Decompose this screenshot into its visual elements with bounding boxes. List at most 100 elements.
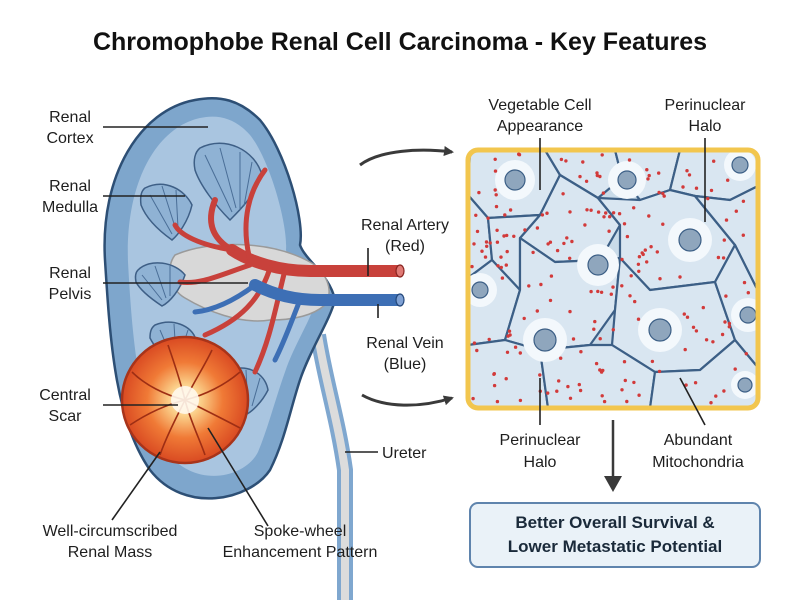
mitochondrion-dot [578, 174, 582, 179]
mitochondrion-dot [555, 248, 560, 253]
mitochondrion-dot [493, 157, 497, 161]
mitochondrion-dot [712, 159, 716, 163]
mitochondrion-dot [604, 211, 608, 215]
mitochondrion-dot [548, 298, 553, 303]
kidney-labels: Renal Cortex Renal Medulla Renal Pelvis … [39, 109, 449, 561]
mitochondrion-dot [508, 333, 512, 337]
mitochondrion-dot [565, 236, 569, 240]
mitochondrion-dot [657, 190, 661, 195]
mitochondrion-dot [640, 251, 644, 255]
label-vein-line1: Renal Vein [366, 335, 443, 352]
mitochondrion-dot [611, 211, 616, 215]
mitochondrion-dot [596, 210, 601, 214]
mitochondrion-dot [585, 208, 589, 212]
arrow-to-outcome [604, 420, 622, 492]
mitochondrion-dot [508, 208, 513, 212]
mitochondrion-dot [502, 234, 506, 238]
mitochondria-dots [470, 152, 750, 405]
mitochondrion-dot [734, 209, 738, 213]
mitochondrion-dot [607, 229, 611, 233]
mitochondrion-dot [721, 256, 726, 260]
histology-cells [468, 150, 758, 408]
mitochondrion-dot [557, 379, 561, 383]
mitochondrion-dot [555, 389, 559, 393]
mitochondrion-dot [661, 191, 665, 196]
mitochondrion-dot [480, 249, 484, 253]
label-scar-line2: Scar [49, 408, 83, 425]
mitochondrion-dot [608, 215, 612, 219]
mitochondrion-dot [722, 238, 726, 242]
mitochondrion-dot [568, 210, 572, 214]
mitochondrion-dot [632, 206, 636, 210]
mitochondrion-dot [629, 274, 633, 278]
outcome-box: Better Overall Survival & Lower Metastat… [469, 502, 761, 568]
mitochondrion-dot [493, 169, 498, 173]
mitochondrion-dot [593, 319, 597, 324]
mitochondrion-dot [499, 255, 503, 259]
mitochondrion-dot [724, 294, 728, 298]
mitochondrion-dot [561, 192, 565, 196]
mitochondrion-dot [518, 351, 522, 355]
mitochondrion-dot [471, 396, 475, 401]
mitochondrion-dot [538, 373, 542, 377]
label-halo-bottom-line2: Halo [524, 454, 557, 471]
mitochondrion-dot [643, 248, 647, 252]
mitochondrion-dot [589, 208, 593, 212]
label-pelvis-line2: Pelvis [49, 286, 92, 303]
mitochondrion-dot [589, 289, 593, 294]
histology-leader-lines [539, 138, 706, 426]
mitochondrion-dot [500, 276, 505, 280]
mitochondrion-dot [475, 229, 480, 234]
label-halo-top-line1: Perinuclear [665, 97, 747, 114]
label-artery-line1: Renal Artery [361, 217, 449, 234]
label-spoke-line1: Spoke-wheel [254, 523, 347, 540]
mitochondrion-dot [566, 384, 570, 389]
mitochondrion-dot [539, 282, 543, 287]
mitochondrion-dot [681, 185, 685, 189]
renal-vein [192, 279, 404, 363]
mitochondrion-dot [661, 222, 665, 226]
mitochondrion-dot [517, 153, 522, 157]
mitochondrion-dot [609, 292, 613, 296]
mitochondrion-dot [492, 372, 496, 376]
label-medulla-line1: Renal [49, 178, 91, 195]
mitochondrion-dot [693, 381, 698, 385]
mitochondrion-dot [724, 218, 729, 222]
mitochondrion-dot [496, 264, 500, 268]
mitochondrion-dot [507, 329, 512, 333]
kidney-illustration [103, 96, 405, 600]
mitochondrion-dot [620, 257, 624, 262]
label-halo-bottom-line1: Perinuclear [500, 432, 582, 449]
label-ureter: Ureter [382, 445, 427, 462]
mitochondrion-dot [742, 280, 747, 285]
mitochondrion-dot [472, 242, 476, 246]
mitochondrion-dot [637, 269, 641, 273]
mitochondrion-dot [720, 332, 725, 337]
mitochondrion-dot [568, 309, 572, 314]
mitochondrion-dot [494, 193, 498, 197]
mitochondrion-dot [611, 328, 615, 332]
mitochondrion-dot [595, 173, 599, 178]
label-mito-line1: Abundant [664, 432, 733, 449]
mitochondrion-dot [683, 347, 687, 352]
mitochondrion-dot [650, 359, 655, 364]
mitochondrion-dot [577, 382, 581, 387]
mitochondrion-dot [637, 255, 642, 259]
mitochondrion-dot [495, 240, 500, 244]
mitochondrion-dot [494, 204, 499, 209]
label-mito-line2: Mitochondria [652, 454, 744, 471]
label-scar-line1: Central [39, 387, 91, 404]
mitochondrion-dot [701, 305, 705, 310]
mitochondrion-dot [623, 378, 627, 383]
mitochondrion-dot [662, 194, 666, 198]
label-medulla-line2: Medulla [42, 199, 98, 216]
mitochondrion-dot [711, 340, 715, 344]
mitochondrion-dot [484, 240, 489, 244]
mitochondrion-dot [657, 369, 662, 374]
mitochondrion-dot [486, 216, 490, 220]
mitochondrion-dot [592, 327, 596, 331]
renal-mass [120, 335, 250, 465]
label-halo-top-line2: Halo [689, 118, 722, 135]
mitochondrion-dot [512, 234, 516, 238]
